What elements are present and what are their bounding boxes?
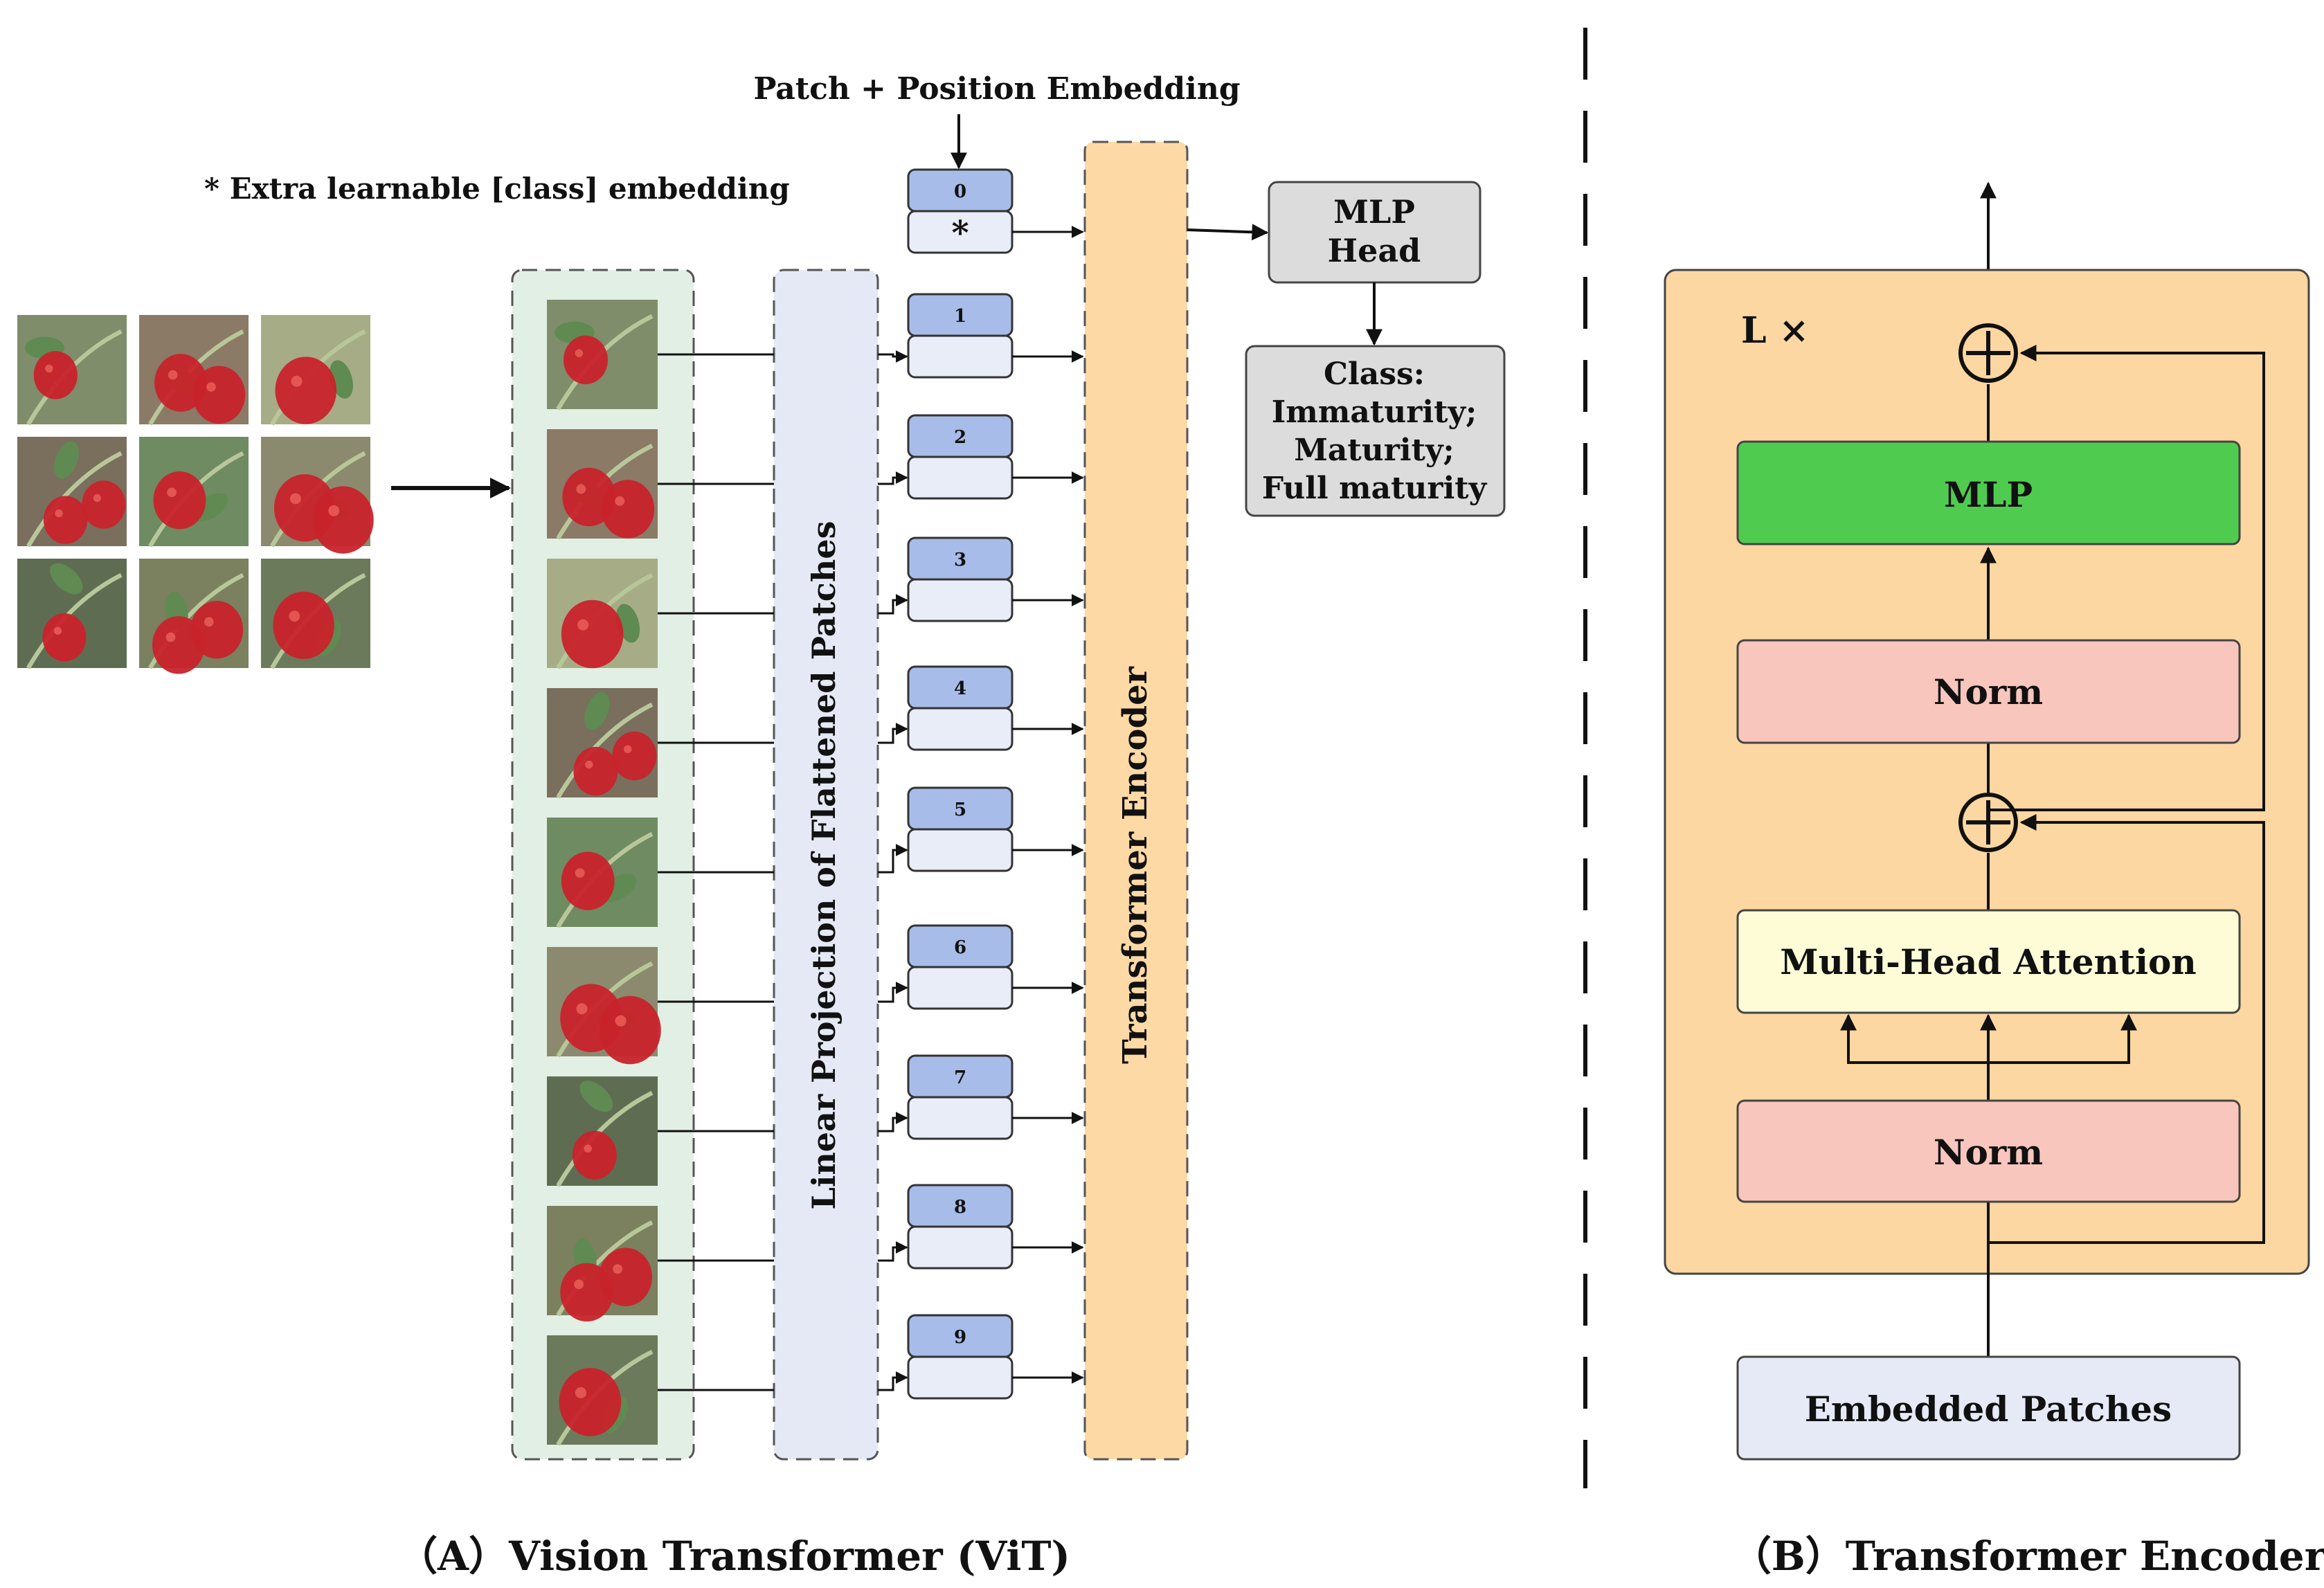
token-index-label: 5 bbox=[954, 800, 966, 820]
token-7: 7 bbox=[907, 1054, 1014, 1140]
flow-attention-left bbox=[1840, 1013, 1988, 1064]
embedded-patches-block bbox=[1736, 1355, 2241, 1461]
token-5: 5 bbox=[907, 786, 1014, 872]
strawberry-patch-image bbox=[547, 1076, 658, 1187]
token-6: 6 bbox=[907, 924, 1014, 1010]
strawberry-patch-image bbox=[547, 429, 658, 540]
strawberry-patch-image bbox=[261, 437, 374, 554]
strawberry-patch-image bbox=[139, 559, 249, 674]
projection-to-token-arrow bbox=[878, 982, 908, 1003]
class-output-line-4: Full maturity bbox=[1262, 471, 1488, 506]
token-value-box bbox=[907, 1225, 1014, 1270]
strawberry-patch-image bbox=[261, 315, 370, 426]
mlp-head-line-2: Head bbox=[1328, 232, 1421, 269]
token-3: 3 bbox=[907, 536, 1014, 622]
token-value-box bbox=[907, 334, 1014, 379]
repeat-label: L × bbox=[1741, 309, 1809, 352]
token-index-label: 7 bbox=[954, 1067, 966, 1088]
add-circle-icon bbox=[1958, 793, 2018, 852]
transformer-encoder-label: Transformer Encoder bbox=[1116, 666, 1155, 1064]
projection-to-token-arrow bbox=[878, 1112, 908, 1133]
token-4: 4 bbox=[907, 665, 1014, 751]
strawberry-patch-image bbox=[17, 437, 127, 548]
strawberry-patch-image bbox=[139, 315, 249, 426]
projection-to-token-arrow bbox=[878, 844, 908, 874]
strawberry-patch-image bbox=[139, 437, 249, 548]
caption-b: （B）Transformer Encoder bbox=[1731, 1533, 2324, 1580]
token-index-label: 2 bbox=[954, 427, 966, 448]
strawberry-patch-image bbox=[547, 1206, 658, 1322]
projection-to-token-arrow bbox=[878, 471, 908, 485]
residual-path-top bbox=[1988, 345, 2265, 811]
norm-top-label: Norm bbox=[1934, 671, 2043, 712]
token-value-box bbox=[907, 455, 1014, 500]
token-9: 9 bbox=[907, 1314, 1014, 1400]
strawberry-patch-image bbox=[17, 315, 127, 426]
transformer-encoder-box bbox=[1083, 141, 1189, 1461]
token-index-label: 4 bbox=[954, 678, 966, 699]
class-output-line-2: Immaturity; bbox=[1272, 395, 1477, 430]
projection-to-token-arrow bbox=[878, 1241, 908, 1262]
token-value-box bbox=[907, 578, 1014, 622]
input-image-grid bbox=[17, 315, 374, 674]
token-8: 8 bbox=[907, 1184, 1014, 1270]
attention-label: Multi-Head Attention bbox=[1780, 941, 2196, 982]
flow-attention-right bbox=[1988, 1013, 2137, 1064]
token-index-label: 0 bbox=[954, 181, 966, 202]
projection-to-token-arrow bbox=[878, 594, 908, 615]
strawberry-patch-image bbox=[547, 818, 658, 928]
projection-to-token-arrow bbox=[878, 350, 908, 363]
class-output-line-3: Maturity; bbox=[1294, 433, 1454, 468]
patch-column-images bbox=[547, 300, 661, 1446]
token-value-box bbox=[907, 1355, 1014, 1400]
add-circle-icon bbox=[1958, 323, 2018, 383]
linear-projection-label: Linear Projection of Flattened Patches bbox=[805, 521, 843, 1210]
token-value-box bbox=[907, 828, 1014, 872]
class-output-line-1: Class: bbox=[1324, 357, 1425, 392]
token-index-label: 3 bbox=[954, 550, 966, 570]
class-output-box bbox=[1245, 345, 1506, 517]
mlp-head-line-1: MLP bbox=[1333, 193, 1415, 231]
residual-path-bottom bbox=[1988, 814, 2265, 1244]
token-value-box bbox=[907, 966, 1014, 1010]
strawberry-patch-image bbox=[547, 947, 661, 1065]
strawberry-patch-image bbox=[17, 559, 127, 669]
token-2: 2 bbox=[907, 414, 1014, 500]
token-value-box bbox=[907, 1096, 1014, 1140]
token-1: 1 bbox=[907, 293, 1014, 379]
norm-top-block bbox=[1736, 639, 2241, 744]
token-index-label: 1 bbox=[954, 306, 966, 327]
class-embedding-note: * Extra learnable [class] embedding bbox=[204, 172, 790, 206]
attention-block bbox=[1736, 909, 2241, 1014]
mlp-block bbox=[1736, 440, 2241, 545]
strawberry-patch-image bbox=[547, 300, 658, 410]
norm-bottom-label: Norm bbox=[1934, 1132, 2043, 1173]
token-value-box bbox=[907, 707, 1014, 751]
patch-position-embedding-label: Patch + Position Embedding bbox=[753, 71, 1240, 107]
linear-projection-box bbox=[773, 269, 879, 1461]
projection-to-token-arrow bbox=[878, 1371, 908, 1391]
token-0: 0* bbox=[907, 168, 1014, 254]
strawberry-patch-image bbox=[547, 1335, 658, 1446]
caption-a: （A）Vision Transformer (ViT) bbox=[397, 1533, 1070, 1580]
encoder-to-head-arrow bbox=[1187, 224, 1269, 241]
norm-bottom-block bbox=[1736, 1099, 2241, 1203]
embedded-patches-label: Embedded Patches bbox=[1805, 1389, 2172, 1429]
strawberry-patch-image bbox=[547, 688, 658, 799]
mlp-block-label: MLP bbox=[1944, 474, 2033, 515]
projection-to-token-arrow bbox=[878, 723, 908, 744]
strawberry-patch-image bbox=[261, 559, 370, 669]
strawberry-patch-image bbox=[547, 559, 658, 669]
token-index-label: 9 bbox=[954, 1327, 966, 1348]
token-index-label: 6 bbox=[954, 937, 966, 958]
token-index-label: 8 bbox=[954, 1197, 966, 1218]
class-token-symbol: * bbox=[951, 214, 969, 253]
